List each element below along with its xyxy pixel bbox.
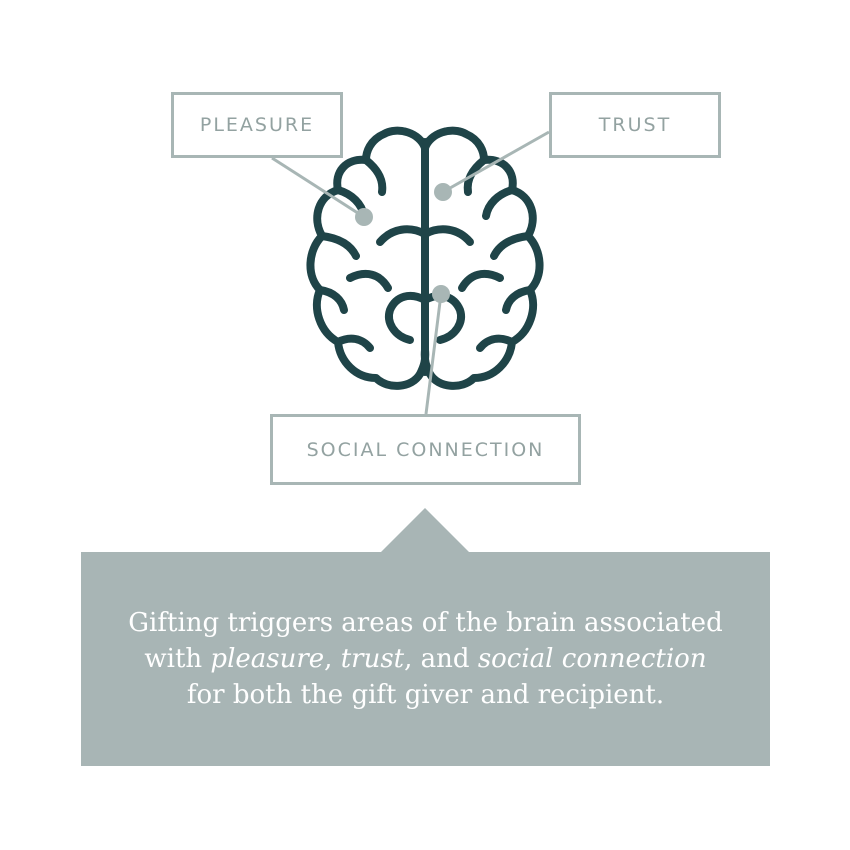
- caption-em-trust: trust: [340, 644, 405, 674]
- caption-part-4: for both the gift giver and recipient.: [186, 680, 665, 710]
- dot-pleasure: [355, 208, 373, 226]
- caption-pointer: [380, 508, 470, 553]
- dot-trust: [434, 183, 452, 201]
- label-trust: TRUST: [549, 92, 721, 158]
- connector-trust: [442, 130, 550, 194]
- connector-social: [424, 293, 443, 415]
- label-pleasure-text: PLEASURE: [199, 114, 315, 136]
- label-trust-text: TRUST: [598, 114, 672, 136]
- caption-part-1: Gifting triggers areas of the brain asso…: [128, 608, 723, 674]
- connector-dots: [355, 183, 452, 303]
- dot-social: [432, 285, 450, 303]
- caption-part-2: ,: [324, 644, 341, 674]
- caption-text: Gifting triggers areas of the brain asso…: [126, 605, 726, 713]
- caption-part-3: , and: [404, 644, 478, 674]
- caption-em-pleasure: pleasure: [210, 644, 325, 674]
- caption-panel: Gifting triggers areas of the brain asso…: [81, 552, 770, 766]
- label-social-connection: SOCIAL CONNECTION: [270, 414, 581, 485]
- connector-lines: [271, 130, 550, 415]
- caption-em-social-connection: social connection: [477, 644, 707, 674]
- label-pleasure: PLEASURE: [171, 92, 343, 158]
- connector-pleasure: [271, 156, 365, 219]
- brain-icon: [306, 126, 544, 390]
- label-social-connection-text: SOCIAL CONNECTION: [306, 438, 545, 461]
